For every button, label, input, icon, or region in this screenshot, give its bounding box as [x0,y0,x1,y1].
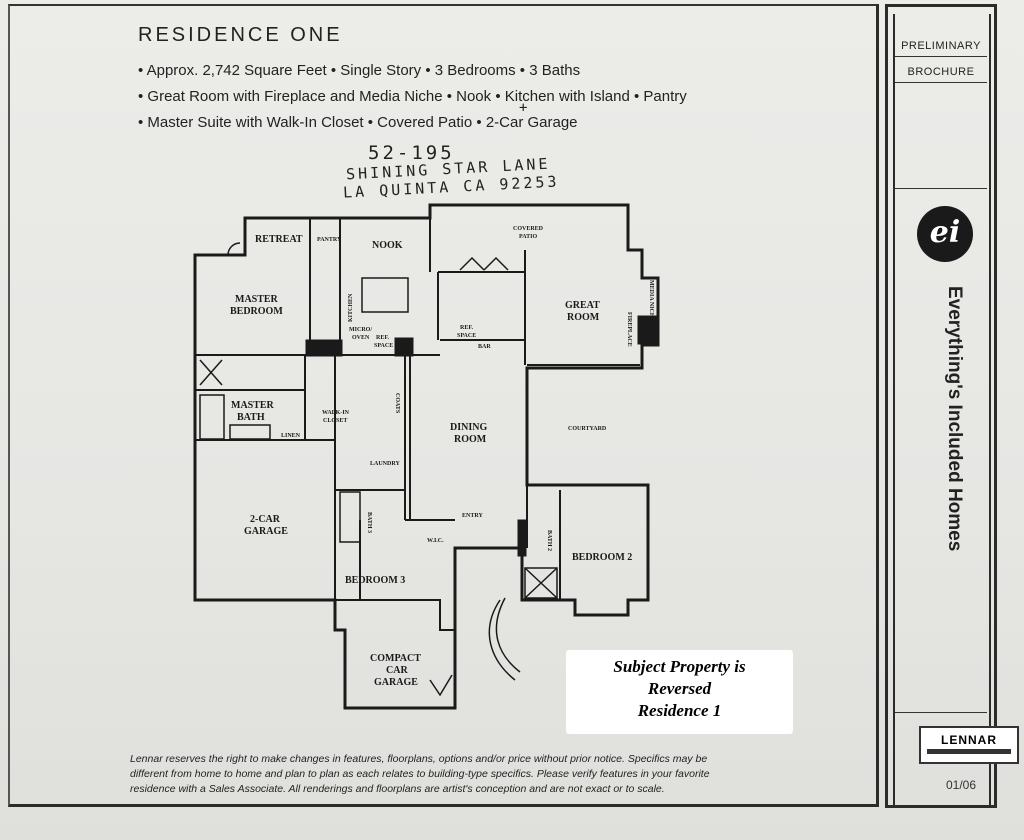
label-ref-space-b1: REF. [460,325,473,331]
label-compact-2: CAR [386,665,408,676]
label-garage-1: 2-CAR [250,514,281,525]
disclaimer-text: Lennar reserves the right to make change… [130,753,710,795]
label-great-2: ROOM [567,312,600,323]
label-bedroom3: BEDROOM 3 [345,575,405,586]
side-divider-4 [895,712,987,713]
label-kitchen: KITCHEN [348,293,354,322]
label-wic-2: CLOSET [323,418,347,424]
handwritten-lot: 52-195 [368,142,455,164]
label-nook: NOOK [372,240,403,251]
side-divider [895,56,987,57]
handwritten-plus: + [519,100,531,116]
side-inner-border [893,14,991,806]
label-micro-1: MICRO/ [349,327,372,333]
label-media-niche: MEDIA NICHE [648,280,654,322]
fixtures [199,242,558,697]
label-ref-space-b2: SPACE [457,333,476,339]
side-border [885,4,997,808]
label-master-bedroom-1: MASTER [235,294,279,305]
label-garage-2: GARAGE [244,526,288,537]
lennar-wordmark: LENNAR [941,733,997,747]
feature-line-1: • Approx. 2,742 Square Feet • Single Sto… [138,62,581,79]
label-bedroom2: BEDROOM 2 [572,552,632,563]
note-line-3: Residence 1 [637,701,722,720]
side-divider-3 [895,188,987,189]
label-linen: LINEN [281,433,301,439]
subject-property-note: Subject Property is Reversed Residence 1 [566,650,793,734]
edition-date: 01/06 [946,778,977,792]
lennar-bar [927,749,1011,754]
residence-title: RESIDENCE ONE [138,24,343,46]
label-covered-2: PATIO [519,234,537,240]
interior-walls [195,218,640,631]
label-dining-2: ROOM [454,434,487,445]
label-wic-1: WALK-IN [322,410,350,416]
label-compact-1: COMPACT [370,653,421,664]
label-ref-2: SPACE [374,343,393,349]
label-fireplace: FIREPLACE [626,312,632,347]
label-pantry: PANTRY [317,237,342,243]
label-entry: ENTRY [462,513,483,519]
label-retreat: RETREAT [255,234,303,245]
side-divider-2 [895,82,987,83]
label-wic: W.I.C. [427,538,444,544]
label-master-bedroom-2: BEDROOM [230,306,283,317]
label-bath2: BATH 2 [546,530,552,551]
label-micro-2: OVEN [352,335,370,341]
note-line-2: Reversed [647,679,712,698]
label-dining-1: DINING [450,422,487,433]
brochure-label: BROCHURE [907,66,975,78]
label-coats: COATS [394,393,400,414]
label-bath3: BATH 3 [366,512,372,533]
label-master-bath-1: MASTER [231,400,275,411]
preliminary-label: PRELIMINARY [901,40,981,52]
label-laundry: LAUNDRY [370,461,400,467]
room-labels: RETREAT PANTRY NOOK COVERED PATIO MASTER… [230,226,654,688]
label-bar: BAR [478,344,491,350]
exterior-walls [193,203,660,710]
wall-blocks [305,315,657,557]
label-courtyard: COURTYARD [568,426,607,432]
feature-line-3: • Master Suite with Walk-In Closet • Cov… [138,114,578,131]
note-line-1: Subject Property is [613,657,746,676]
label-great-1: GREAT [565,300,600,311]
feature-line-2: • Great Room with Fireplace and Media Ni… [138,88,687,105]
label-covered-1: COVERED [513,226,544,232]
main-border [8,4,879,807]
label-compact-3: GARAGE [374,677,418,688]
label-ref-1: REF. [376,335,389,341]
ei-logo: ei [917,206,973,262]
lennar-logo: LENNAR [919,726,1019,764]
label-master-bath-2: BATH [237,412,265,423]
